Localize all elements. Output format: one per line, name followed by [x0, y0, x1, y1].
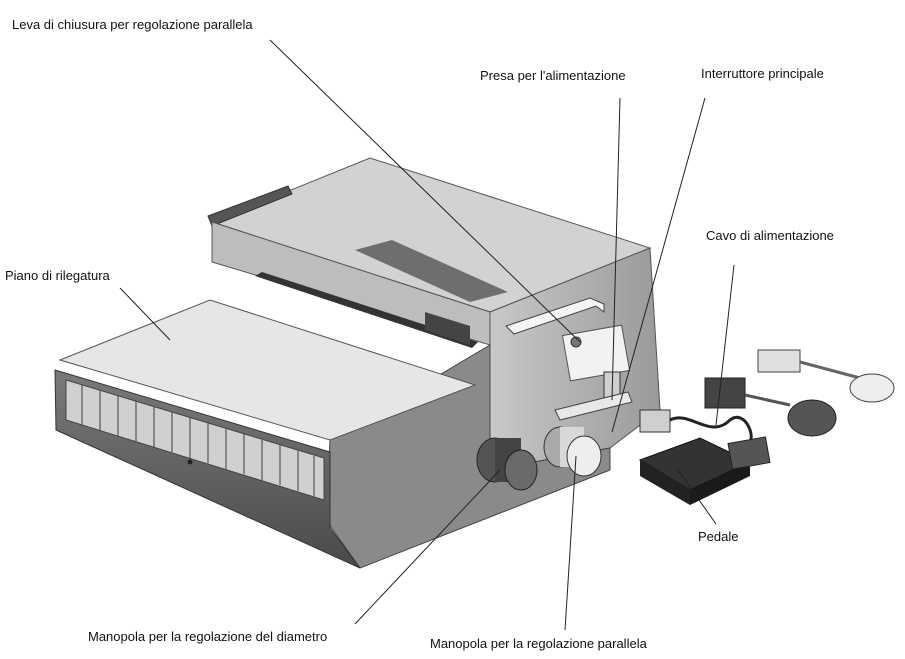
leader-binding-table: [119, 287, 171, 341]
leader-main-switch: [611, 97, 706, 433]
comb-teeth: [81, 385, 315, 496]
parallel-knob: [543, 426, 602, 477]
leader-parallel-knob: [564, 455, 577, 631]
front-comb-strip: [65, 379, 325, 501]
leader-power-cable: [715, 264, 735, 426]
label-power-cable: Cavo di alimentazione: [706, 228, 834, 243]
label-binding-table: Piano di rilegatura: [5, 268, 110, 283]
label-pedal: Pedale: [698, 529, 739, 544]
machine-body: [54, 157, 661, 569]
binding-table-top: [58, 299, 477, 441]
foot-pedal: [638, 436, 771, 505]
label-power-socket: Presa per l'alimentazione: [480, 68, 626, 83]
top-slot: [355, 240, 508, 302]
label-diameter-knob: Manopola per la regolazione del diametro: [88, 629, 328, 644]
front-screw: [187, 459, 193, 465]
diameter-knob: [476, 437, 538, 491]
leader-pedal: [677, 469, 717, 525]
leader-lines: [119, 39, 735, 631]
leader-lever: [269, 39, 581, 343]
label-parallel-knob: Manopola per la regolazione parallela: [430, 636, 647, 651]
leader-power-socket: [611, 97, 621, 401]
housing-window: [425, 312, 470, 345]
label-lever: Leva di chiusura per regolazione paralle…: [12, 17, 253, 32]
binding-slot: [255, 272, 478, 348]
power-cord: [639, 349, 895, 452]
rear-handle: [207, 185, 293, 227]
label-main-switch: Interruttore principale: [701, 66, 824, 81]
leader-diameter-knob: [354, 469, 501, 625]
socket-lever: [554, 391, 633, 421]
